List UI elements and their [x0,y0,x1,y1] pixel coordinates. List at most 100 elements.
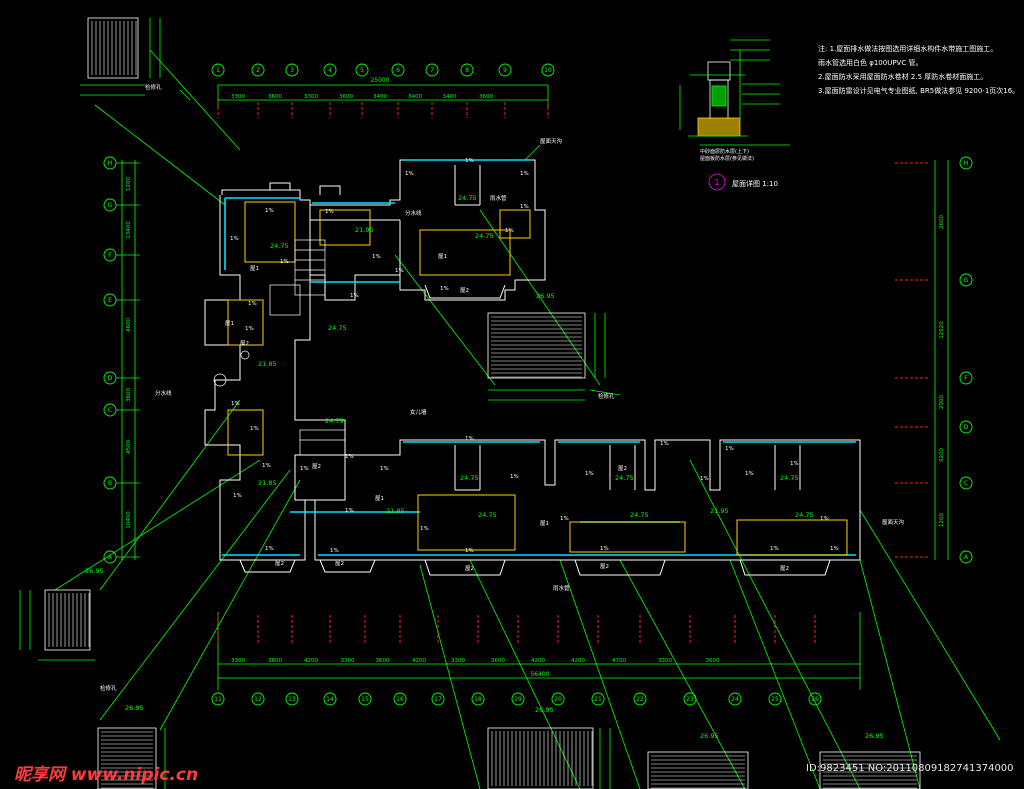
axis-label: 2 [256,67,260,74]
watermark-logo: 昵享网 www.nipic.cn [14,765,199,785]
slope-label: 1% [790,461,799,467]
watermark-id: ID:9823451 NO:20110809182741374000 [806,763,1014,774]
axis-label: 14 [326,696,334,703]
slope-label: 1% [405,171,414,177]
axis-bubble [251,692,265,706]
leader-label: 屋面天沟 [540,137,563,145]
elev-high: 26.95 [700,732,719,740]
axis-bubble [959,420,973,434]
dimension-value: 3300 [451,658,465,664]
slope-label: 1% [820,516,829,522]
elev-mid: 24.79 [325,417,344,425]
axis-bubble [959,476,973,490]
dimension-value: 4200 [531,658,545,664]
axis-label: C [964,480,968,487]
elev-ridge: 24.75 [780,474,799,482]
axis-bubble [959,273,973,287]
dimension-value: 1200 [126,177,132,191]
axis-bubble [511,692,525,706]
leader-label: 分水线 [405,209,422,217]
slope-label: 1% [520,204,529,210]
axis-label: D [964,424,969,431]
slope-label: 1% [245,326,254,332]
axis-bubble [355,63,369,77]
stair-and-details [213,239,346,456]
elev-ridge: 24.75 [328,324,347,332]
axis-label: 15 [361,696,369,703]
elevation-labels: 24.75 24.75 24.75 24.75 24.75 24.75 24.7… [85,194,884,740]
room-tag: 屋2 [780,565,789,572]
dimension-value: 4200 [412,658,426,664]
dimension-value: 3600 [268,94,282,100]
room-tag: 屋1 [225,320,234,327]
roof-note-line: 2.屋面防水采用屋面防水卷材 2.5 厚防水卷材面施工。 [818,73,988,81]
axis-label: 1 [216,67,220,74]
louver-block-middle [487,312,606,401]
slope-label: 1% [300,466,309,472]
axis-bubble [551,692,565,706]
slope-label: 1% [230,236,239,242]
diagonal-leader-lines [54,49,1001,789]
roof-note-line: 注: 1.屋面排水做法按图选用详细水构件水带施工图施工。 [818,45,998,53]
detail-title: 屋面详图 1:10 [732,179,778,188]
axis-label: 23 [686,696,694,703]
elev-high: 26.95 [536,292,555,300]
axis-bubble [211,692,225,706]
axis-label: 7 [430,67,434,74]
room-tag: 屋2 [600,563,609,570]
dimension-value: 3300 [341,658,355,664]
axis-label: 5 [360,67,364,74]
slope-label: 1% [248,301,257,307]
elev-ridge: 24.75 [615,474,634,482]
axis-bubble [323,63,337,77]
detail-note-2: 屋面板防水层(参见做法) [700,155,754,162]
axis-label: E [108,297,112,304]
dimension-value: 4200 [304,658,318,664]
axis-bubble [358,692,372,706]
leader-label: 女儿墙 [410,408,427,416]
slope-labels: 1%1%1%1%1%1%1%1%1%1%1%1%1%1%1%1%1%1%1%1%… [230,158,839,554]
axis-bubble [285,692,299,706]
axis-bubble [768,692,782,706]
slope-label: 1% [380,466,389,472]
elev-ridge: 24.75 [630,511,649,519]
axis-label: D [108,375,113,382]
room-tag: 屋2 [618,465,627,472]
slope-label: 1% [725,446,734,452]
bottom-total-dimension: 56400 [530,671,549,678]
slope-label: 1% [510,474,519,480]
slope-label: 1% [520,171,529,177]
axis-label: G [108,202,113,209]
dimension-value: 12620 [939,321,945,339]
axis-label: 16 [396,696,404,703]
room-tag: 屋2 [465,565,474,572]
dimension-value: 3300 [304,94,318,100]
slope-label: 1% [395,268,404,274]
axis-bubble [211,63,225,77]
axis-bubble [498,63,512,77]
slope-label: 1% [250,426,259,432]
louver-block-bottom-c [647,751,921,789]
building-outline [204,159,861,576]
dimension-value: 3600 [126,388,132,402]
axis-label: 21 [594,696,602,703]
slope-label: 1% [265,546,274,552]
slope-label: 1% [372,254,381,260]
axis-label: 22 [636,696,644,703]
top-total-dimension: 25000 [370,77,389,84]
slope-label: 1% [600,546,609,552]
axis-label: 8 [465,67,469,74]
parapet-outlines [227,201,848,556]
top-dimension-system [217,84,549,110]
dimension-value: 4600 [126,318,132,332]
dimension-value: 3400 [443,94,457,100]
axis-label: 6 [396,67,400,74]
roof-note-line: 雨水管选用白色 φ100UPVC 管。 [818,59,923,67]
axis-label: 13 [288,696,296,703]
dimension-value: 4500 [126,440,132,454]
axis-bubble [425,63,439,77]
slope-label: 1% [560,516,569,522]
slope-label: 1% [350,293,359,299]
